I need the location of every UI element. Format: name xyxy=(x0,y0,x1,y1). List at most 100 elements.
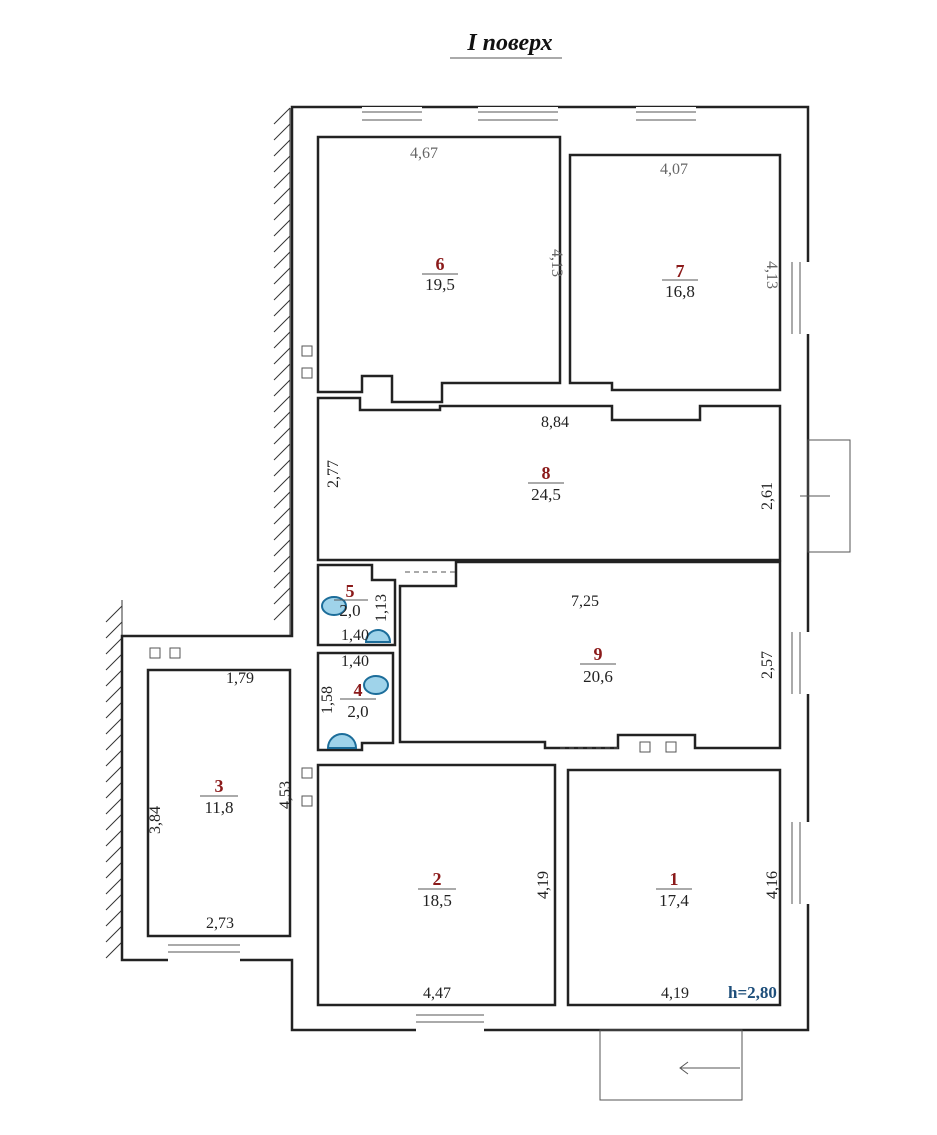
svg-text:4,19: 4,19 xyxy=(661,985,689,1002)
hatch-stroke xyxy=(273,603,291,621)
svg-text:1,79: 1,79 xyxy=(226,670,254,687)
hatch-stroke xyxy=(105,845,123,863)
hatch-stroke xyxy=(105,637,123,655)
hatch-stroke xyxy=(273,155,291,173)
hatch-stroke xyxy=(273,299,291,317)
hatch-stroke xyxy=(273,363,291,381)
svg-text:4,53: 4,53 xyxy=(277,781,294,809)
hatch-stroke xyxy=(273,491,291,509)
hatch-stroke xyxy=(273,571,291,589)
hatch-stroke xyxy=(273,475,291,493)
hatch-stroke xyxy=(105,925,123,943)
room-number: 8 xyxy=(542,463,551,483)
hatch-stroke xyxy=(273,587,291,605)
room-3 xyxy=(146,668,292,938)
entrance-porches xyxy=(599,439,851,1101)
room-2 xyxy=(316,763,557,1007)
hatch-stroke xyxy=(105,749,123,767)
hatch-stroke xyxy=(273,235,291,253)
hatch-stroke xyxy=(105,877,123,895)
hatch-stroke xyxy=(273,539,291,557)
svg-text:4,13: 4,13 xyxy=(548,249,565,277)
ceiling-height-label: h=2,80 xyxy=(728,983,777,1002)
room-number: 1 xyxy=(670,869,679,889)
hatch-stroke xyxy=(105,781,123,799)
hatch-stroke xyxy=(273,395,291,413)
room-area: 19,5 xyxy=(425,275,455,294)
svg-text:7,25: 7,25 xyxy=(571,593,599,610)
hatch-stroke xyxy=(273,379,291,397)
toilet-icon xyxy=(321,596,389,695)
room-8 xyxy=(316,396,782,562)
hatch-stroke xyxy=(273,411,291,429)
rooms xyxy=(146,135,782,1007)
svg-text:1,40: 1,40 xyxy=(341,653,369,670)
hatch-stroke xyxy=(273,219,291,237)
svg-text:4,47: 4,47 xyxy=(423,985,451,1002)
hatch-stroke xyxy=(273,427,291,445)
svg-text:2,77: 2,77 xyxy=(325,460,342,488)
hatch-stroke xyxy=(105,717,123,735)
hatch-stroke xyxy=(105,909,123,927)
room-number: 3 xyxy=(215,776,224,796)
hatch-stroke xyxy=(273,171,291,189)
room-number: 5 xyxy=(346,581,355,601)
room-number: 4 xyxy=(354,680,363,700)
room-area: 11,8 xyxy=(204,798,233,817)
svg-text:4,67: 4,67 xyxy=(410,145,438,162)
room-9 xyxy=(398,560,782,750)
hatch-stroke xyxy=(273,203,291,221)
hatch-stroke xyxy=(105,861,123,879)
room-area: 18,5 xyxy=(422,891,452,910)
room-1 xyxy=(566,768,782,1007)
room-labels: 6 19,5 7 16,8 8 24,5 9 20,6 5 2,0 4 2,0 … xyxy=(200,254,698,910)
hatch-stroke xyxy=(273,443,291,461)
hatch-stroke xyxy=(273,107,291,125)
svg-text:2,61: 2,61 xyxy=(759,482,776,510)
hatch-stroke xyxy=(105,685,123,703)
hatch-stroke xyxy=(105,621,123,639)
svg-text:4,13: 4,13 xyxy=(763,261,780,289)
hatch-stroke xyxy=(105,669,123,687)
sink-icon xyxy=(326,629,392,749)
room-area: 16,8 xyxy=(665,282,695,301)
room-number: 6 xyxy=(436,254,445,274)
hatch-stroke xyxy=(273,523,291,541)
hatch-stroke xyxy=(105,701,123,719)
room-number: 9 xyxy=(594,644,603,664)
hatch-stroke xyxy=(105,893,123,911)
hatch-stroke xyxy=(273,315,291,333)
room-5 xyxy=(316,563,397,647)
svg-text:1,58: 1,58 xyxy=(319,686,336,714)
svg-text:4,19: 4,19 xyxy=(535,871,552,899)
room-area: 2,0 xyxy=(339,601,360,620)
svg-text:4,07: 4,07 xyxy=(660,161,688,178)
hatch-stroke xyxy=(105,653,123,671)
svg-text:4,16: 4,16 xyxy=(764,871,781,899)
hatch-stroke xyxy=(273,139,291,157)
hatch-stroke xyxy=(105,605,123,623)
room-area: 2,0 xyxy=(347,702,368,721)
hatch-stroke xyxy=(273,123,291,141)
hatch-stroke xyxy=(105,765,123,783)
svg-text:8,84: 8,84 xyxy=(541,414,569,431)
room-6 xyxy=(316,135,562,404)
hatch-stroke xyxy=(273,251,291,269)
svg-text:2,73: 2,73 xyxy=(206,915,234,932)
svg-text:1,13: 1,13 xyxy=(373,594,390,622)
room-number: 2 xyxy=(433,869,442,889)
svg-text:3,84: 3,84 xyxy=(147,806,164,834)
vent-ducts xyxy=(149,345,677,807)
hatch-stroke xyxy=(273,459,291,477)
hatch-stroke xyxy=(273,347,291,365)
hatch-stroke xyxy=(105,797,123,815)
room-area: 17,4 xyxy=(659,891,689,910)
hatch-stroke xyxy=(273,331,291,349)
dimensions: 4,67 4,13 4,07 4,13 8,84 2,77 2,61 7,25 … xyxy=(147,145,781,1002)
svg-text:2,57: 2,57 xyxy=(759,651,776,679)
hatch-stroke xyxy=(105,733,123,751)
plan-title: I поверх xyxy=(466,30,552,56)
hatch-stroke xyxy=(105,813,123,831)
hatch-stroke xyxy=(273,267,291,285)
